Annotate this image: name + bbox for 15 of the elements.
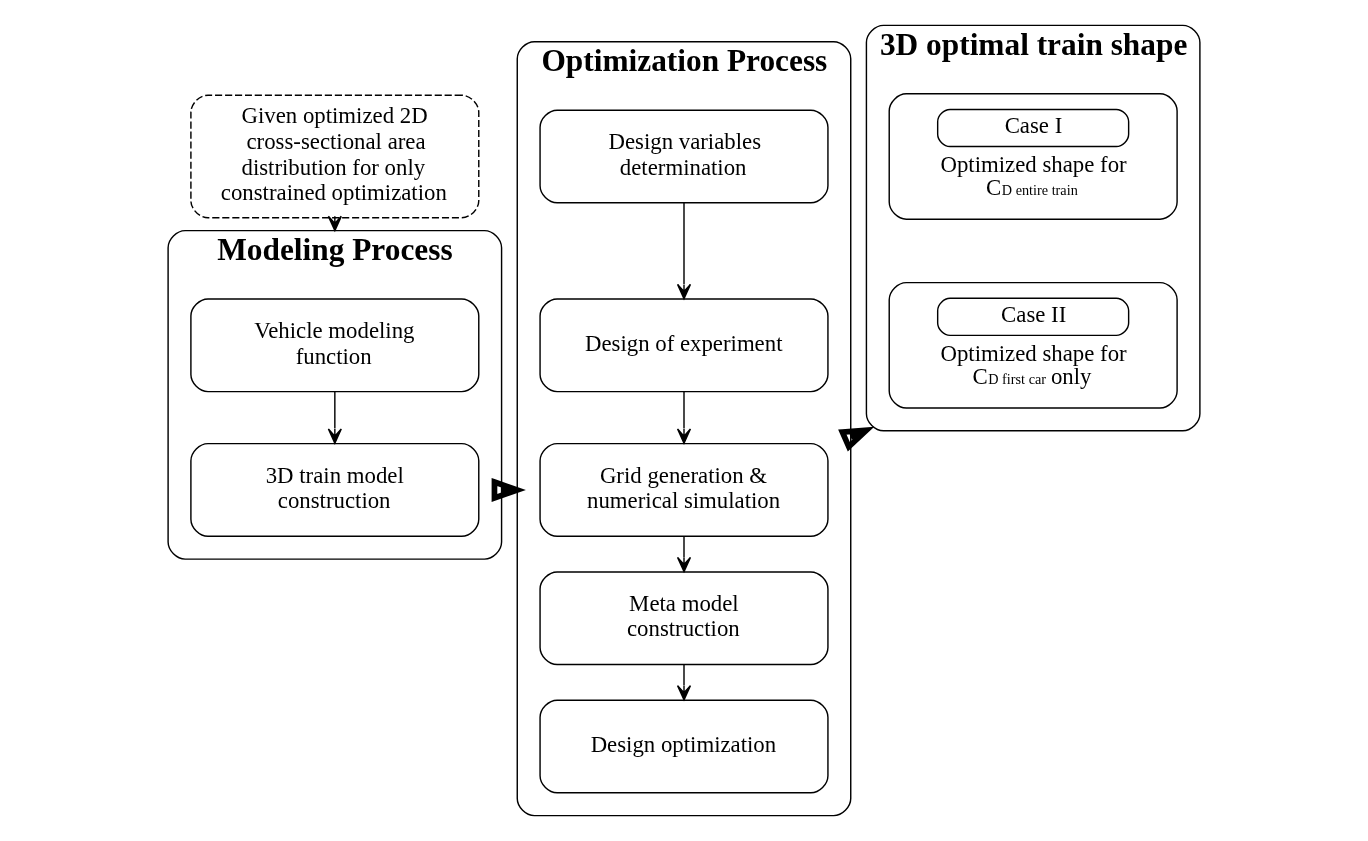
node-box: Case II Optimized shape for CD first car only [888,281,1178,409]
node-box: 3D train model construction [190,442,480,537]
arrow [327,391,342,444]
arrow [676,391,692,444]
arrow [676,202,692,300]
node-box: Design variables determination [539,109,829,204]
arrow [676,664,692,701]
node-box: Design optimization [539,699,829,794]
node-box: Grid generation & numerical simulation [539,442,829,537]
node-box: Case I Optimized shape for CD entire train [888,93,1178,220]
node-box: Vehicle modeling function [190,298,480,393]
arrow [491,477,526,502]
arrow [676,535,692,573]
node-box: Design of experiment [539,298,829,393]
node-box: Meta model construction [539,571,829,666]
